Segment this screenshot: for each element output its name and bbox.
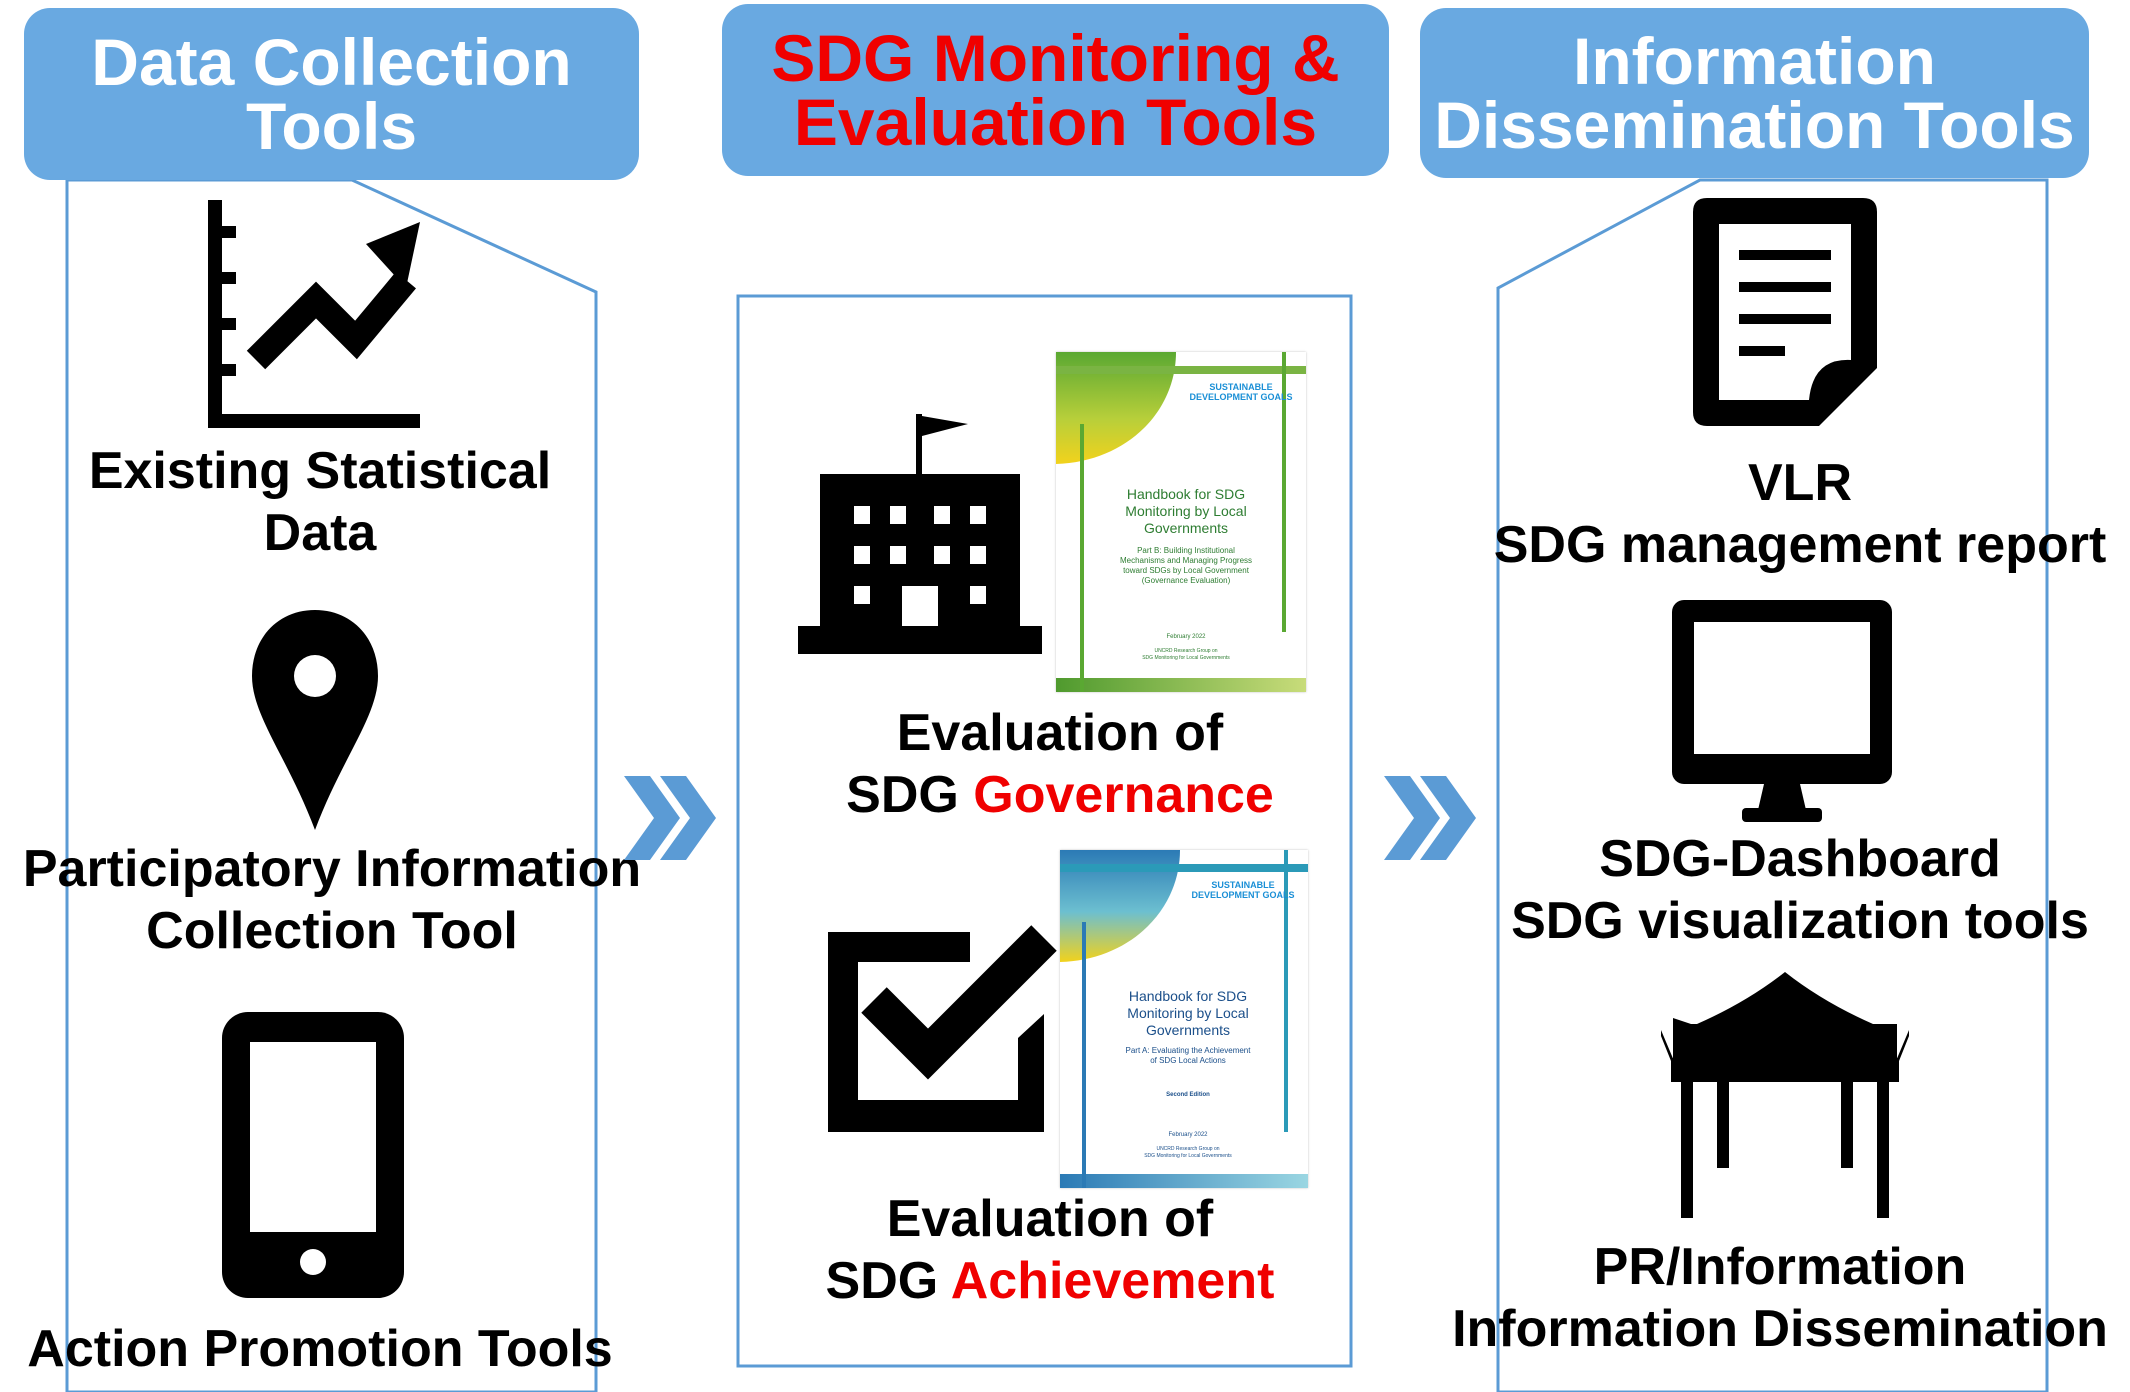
cover-subtitle-line: Part B: Building Institutional <box>1137 546 1235 555</box>
cover-title-line: Handbook for SDG <box>1128 988 1248 1004</box>
cover-subtitle: Part B: Building Institutional Mechanism… <box>1096 546 1276 586</box>
chevron-right-icon <box>624 776 716 860</box>
cover-publisher: UNCRD Research Group on SDG Monitoring f… <box>1096 648 1276 662</box>
cover-title-line: Governments <box>1143 520 1229 536</box>
label-line: Data <box>263 504 377 562</box>
cover-title-line: Monitoring by Local <box>1125 503 1247 519</box>
cover-publisher: UNCRD Research Group on SDG Monitoring f… <box>1098 1146 1278 1160</box>
header-line: Evaluation Tools <box>793 85 1318 159</box>
header-monitoring-evaluation: SDG Monitoring & Evaluation Tools <box>722 4 1389 176</box>
label-line: SDG visualization tools <box>1511 892 2089 950</box>
cover-title-line: Handbook for SDG <box>1126 486 1246 502</box>
label-line: Evaluation of <box>896 704 1224 762</box>
line-chart-up-arrow-icon <box>208 200 420 428</box>
cover-title: Handbook for SDG Monitoring by Local Gov… <box>1098 988 1278 1039</box>
handbook-cover-achievement: SUSTAINABLE DEVELOPMENT GOALS Handbook f… <box>1060 850 1308 1188</box>
cover-subtitle-line: toward SDGs by Local Government <box>1123 566 1249 575</box>
event-tent-icon <box>1661 972 1909 1218</box>
label-participatory-information-collection-tool: Participatory Information Collection Too… <box>0 838 664 962</box>
label-existing-statistical-data: Existing Statistical Data <box>40 440 600 564</box>
cover-subtitle-line: of SDG Local Actions <box>1150 1056 1226 1065</box>
building-with-flag-icon <box>798 414 1042 654</box>
label-prefix: SDG <box>825 1252 951 1310</box>
label-highlight: Achievement <box>950 1252 1275 1310</box>
cover-logo: SUSTAINABLE DEVELOPMENT GOALS <box>1189 382 1293 402</box>
cover-subtitle-line: Mechanisms and Managing Progress <box>1119 556 1253 565</box>
label-pr-information-dissemination: PR/Information Information Dissemination <box>1440 1236 2120 1360</box>
handbook-cover-governance: SUSTAINABLE DEVELOPMENT GOALS Handbook f… <box>1056 352 1306 692</box>
label-line: SDG Governance <box>800 764 1320 826</box>
label-evaluation-of-sdg-governance: Evaluation of SDG Governance <box>800 702 1320 826</box>
cover-publisher-line: SDG Monitoring for Local Governments <box>1142 655 1230 661</box>
label-sdg-dashboard-visualization-tools: SDG-Dashboard SDG visualization tools <box>1470 828 2130 952</box>
label-line: SDG Achievement <box>790 1250 1310 1312</box>
header-line: Dissemination Tools <box>1434 88 2075 162</box>
label-evaluation-of-sdg-achievement: Evaluation of SDG Achievement <box>790 1188 1310 1312</box>
label-vlr-sdg-management-report: VLR SDG management report <box>1470 452 2130 576</box>
label-highlight: Governance <box>973 766 1274 824</box>
label-action-promotion-tools: Action Promotion Tools <box>0 1318 640 1380</box>
label-line: VLR <box>1748 454 1852 512</box>
label-line: Collection Tool <box>146 902 518 960</box>
document-icon <box>1693 198 1877 426</box>
label-line: Evaluation of <box>886 1190 1214 1248</box>
cover-logo: SUSTAINABLE DEVELOPMENT GOALS <box>1191 880 1295 900</box>
dissemination-outline <box>1496 178 2049 1392</box>
label-line: SDG management report <box>1493 516 2107 574</box>
cover-publisher-line: UNCRD Research Group on <box>1156 1146 1220 1152</box>
cover-title-line: Monitoring by Local <box>1127 1005 1249 1021</box>
label-line: Participatory Information <box>22 840 642 898</box>
header-line: Tools <box>245 89 418 163</box>
label-line: Existing Statistical <box>88 442 552 500</box>
label-line: PR/Information <box>1593 1238 1967 1296</box>
header-information-dissemination: Information Dissemination Tools <box>1420 8 2089 178</box>
cover-title-line: Governments <box>1145 1022 1231 1038</box>
cover-art <box>1056 352 1306 692</box>
cover-edition: Second Edition <box>1166 1092 1210 1098</box>
cover-publisher-line: SDG Monitoring for Local Governments <box>1144 1153 1232 1159</box>
cover-publisher-line: UNCRD Research Group on <box>1154 648 1218 654</box>
checkbox-check-icon <box>828 925 1057 1132</box>
chevron-right-icon <box>1384 776 1476 860</box>
data-collection-outline <box>65 178 598 1392</box>
cover-date: February 2022 <box>1166 634 1206 640</box>
smartphone-icon <box>222 1012 404 1298</box>
header-line: SDG Monitoring & <box>771 21 1340 95</box>
label-line: SDG-Dashboard <box>1599 830 2001 888</box>
header-data-collection: Data Collection Tools <box>24 8 639 180</box>
cover-date: February 2022 <box>1168 1132 1208 1138</box>
monitoring-outline <box>736 294 1353 1368</box>
cover-subtitle: Part A: Evaluating the Achievement of SD… <box>1098 1046 1278 1066</box>
header-line: Data Collection <box>91 25 572 99</box>
cover-subtitle-line: (Governance Evaluation) <box>1141 576 1231 585</box>
label-line: Action Promotion Tools <box>27 1320 613 1378</box>
cover-subtitle-line: Part A: Evaluating the Achievement <box>1125 1046 1251 1055</box>
label-line: Information Dissemination <box>1452 1300 2108 1358</box>
cover-title: Handbook for SDG Monitoring by Local Gov… <box>1096 486 1276 537</box>
map-pin-icon <box>252 610 378 830</box>
cover-art <box>1060 850 1308 1188</box>
header-line: Information <box>1573 24 1936 98</box>
monitor-icon <box>1672 600 1892 822</box>
label-prefix: SDG <box>846 766 974 824</box>
